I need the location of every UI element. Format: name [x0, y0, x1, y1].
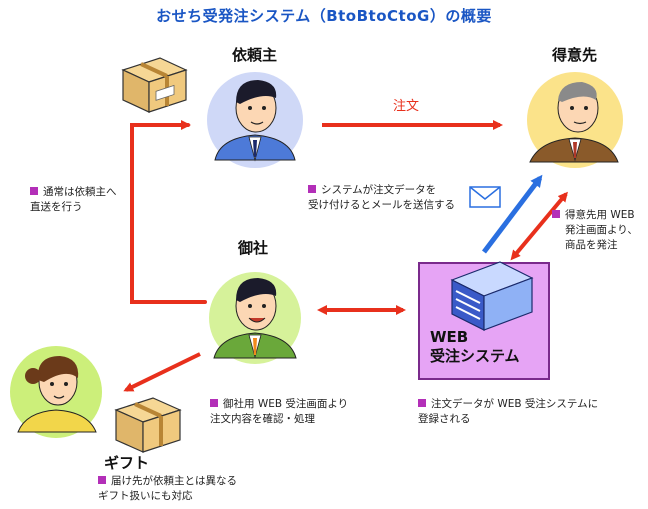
web-system-line1: WEB — [430, 328, 469, 346]
note-line: 注文データが WEB 受注システムに — [431, 398, 599, 410]
mail-note: システムが注文データを 受け付けるとメールを送信する — [308, 183, 455, 213]
direct-ship-note: 通常は依頼主へ 直送を行う — [30, 185, 117, 215]
note-line: 注文内容を確認・処理 — [210, 413, 315, 426]
note-line: ギフト扱いにも対応 — [98, 490, 193, 503]
note-line: 発注画面より、 — [565, 224, 638, 237]
page-title: おせち受発注システム（BtoBtoCtoG）の概要 — [156, 7, 492, 25]
supplier-person-icon — [527, 72, 623, 168]
note-line: 届け先が依頼主とは異なる — [111, 475, 237, 487]
registration-note: 注文データが WEB 受注システムに 登録される — [418, 397, 598, 427]
note-bullet — [98, 476, 106, 484]
gift-person-icon — [10, 346, 102, 438]
web-server-icon — [450, 261, 534, 331]
client-person-icon — [207, 72, 303, 168]
mail-envelope-icon — [469, 186, 501, 208]
web-system-label: WEB 受注システム — [430, 328, 520, 366]
direct-ship-arrow — [130, 120, 207, 304]
gift-arrow — [123, 352, 201, 392]
company-person-icon — [209, 272, 301, 364]
supplier-screen-note: 得意先用 WEB 発注画面より、 商品を発注 — [552, 208, 638, 254]
company-label: 御社 — [238, 239, 269, 257]
client-label: 依頼主 — [232, 46, 278, 64]
note-line: 商品を発注 — [565, 239, 618, 252]
note-bullet — [308, 185, 316, 193]
note-bullet — [210, 399, 218, 407]
note-line: 受け付けるとメールを送信する — [308, 199, 455, 212]
note-line: 通常は依頼主へ — [43, 186, 117, 198]
gift-box-icon — [114, 397, 182, 453]
note-bullet — [30, 187, 38, 195]
note-line: 御社用 WEB 受注画面より — [223, 398, 349, 410]
note-line: システムが注文データを — [321, 184, 437, 196]
note-bullet — [418, 399, 426, 407]
note-bullet — [552, 210, 560, 218]
note-line: 直送を行う — [30, 201, 83, 214]
order-web-arrow — [510, 191, 568, 261]
order-label: 注文 — [393, 99, 420, 114]
supplier-label: 得意先 — [552, 46, 598, 64]
note-line: 登録される — [418, 413, 471, 426]
gift-label: ギフト — [104, 454, 150, 472]
company-screen-note: 御社用 WEB 受注画面より 注文内容を確認・処理 — [210, 397, 348, 427]
note-line: 得意先用 WEB — [565, 209, 635, 221]
gift-note: 届け先が依頼主とは異なる ギフト扱いにも対応 — [98, 474, 237, 504]
package-box-icon — [121, 57, 188, 113]
web-system-line2: 受注システム — [430, 346, 520, 365]
